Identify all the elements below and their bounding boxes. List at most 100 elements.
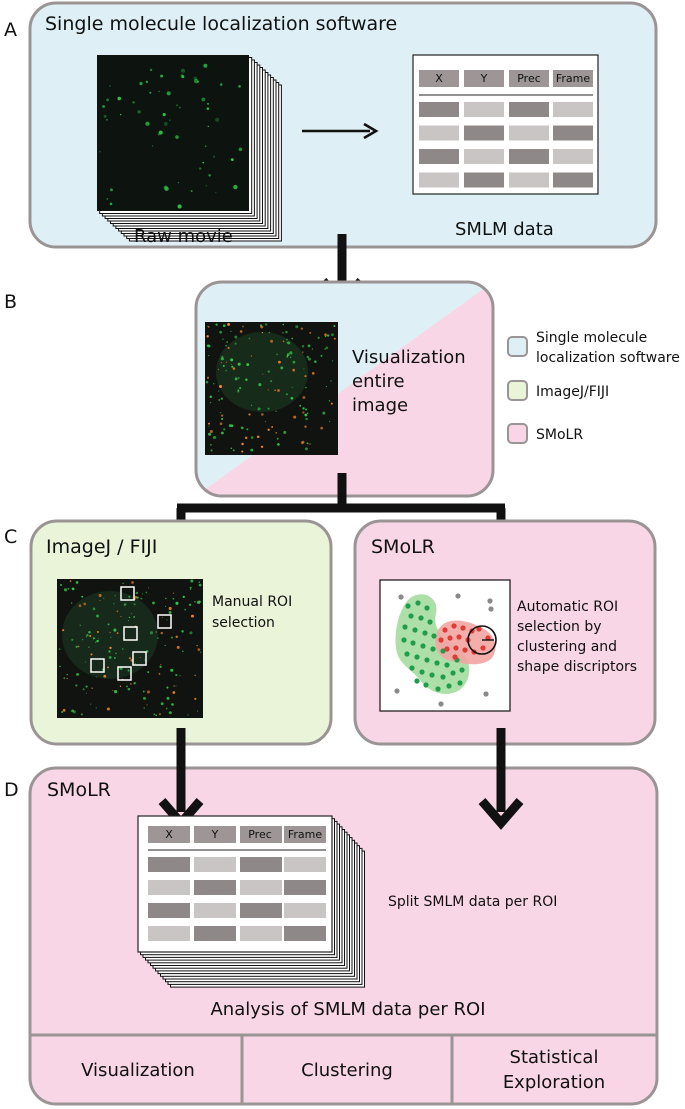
green-point bbox=[409, 665, 415, 671]
green-spot bbox=[71, 709, 75, 713]
green-spot bbox=[330, 380, 332, 382]
green-spot bbox=[175, 674, 178, 677]
legend-item1-line2: localization software bbox=[536, 350, 680, 366]
green-point bbox=[450, 670, 456, 676]
fluorescent-spot bbox=[194, 78, 199, 84]
red-spot bbox=[62, 629, 65, 632]
table-cell bbox=[553, 149, 593, 164]
table-cell bbox=[419, 102, 459, 117]
green-spot bbox=[110, 636, 112, 638]
table-cell bbox=[240, 903, 282, 918]
green-spot bbox=[213, 435, 217, 440]
roi-table-header-x: X bbox=[165, 828, 173, 841]
table-cell bbox=[509, 102, 549, 117]
green-point bbox=[427, 619, 433, 625]
red-spot bbox=[232, 367, 236, 370]
green-spot bbox=[126, 685, 128, 688]
green-spot bbox=[70, 602, 73, 604]
green-spot bbox=[198, 581, 201, 584]
green-spot bbox=[209, 401, 212, 404]
green-spot bbox=[164, 605, 167, 607]
red-spot bbox=[89, 635, 92, 637]
red-spot bbox=[78, 604, 82, 608]
red-spot bbox=[103, 674, 107, 678]
visualization-label-line3: image bbox=[352, 395, 408, 416]
movie-front-frame bbox=[97, 55, 249, 211]
fluorescent-spot bbox=[201, 97, 206, 102]
roi-table-header-prec: Prec bbox=[248, 828, 272, 841]
fluorescent-spot bbox=[102, 105, 106, 109]
green-spot bbox=[58, 648, 61, 650]
table-cell bbox=[464, 172, 504, 188]
red-spot bbox=[119, 685, 122, 688]
red-spot bbox=[274, 389, 276, 392]
red-spot bbox=[324, 333, 327, 337]
fluorescent-spot bbox=[106, 197, 109, 200]
panel-letter-d: D bbox=[4, 779, 19, 801]
green-spot bbox=[179, 675, 181, 677]
green-spot bbox=[75, 645, 78, 648]
red-spot bbox=[107, 666, 109, 669]
fluorescent-spot bbox=[163, 121, 168, 126]
table-header-prec: Prec bbox=[517, 72, 541, 85]
table-header-y: Y bbox=[480, 72, 488, 85]
green-spot bbox=[291, 337, 294, 340]
legend-swatch-sml bbox=[507, 336, 528, 357]
table-cell bbox=[509, 149, 549, 164]
green-spot bbox=[324, 348, 326, 350]
red-spot bbox=[271, 426, 274, 428]
green-spot bbox=[113, 628, 117, 632]
green-spot bbox=[290, 356, 292, 359]
table-header-cell bbox=[240, 826, 282, 843]
noise-point bbox=[455, 593, 461, 599]
fluorescent-spot bbox=[177, 204, 182, 209]
red-spot bbox=[160, 631, 164, 635]
green-spot bbox=[237, 377, 240, 379]
red-spot bbox=[256, 435, 260, 439]
green-point bbox=[414, 654, 420, 660]
table-cell bbox=[284, 903, 326, 918]
green-point bbox=[402, 624, 408, 630]
green-spot bbox=[234, 377, 238, 381]
table-header-cell bbox=[194, 826, 236, 843]
red-spot bbox=[261, 332, 264, 334]
table-cell bbox=[240, 857, 282, 872]
green-spot bbox=[314, 360, 317, 363]
table-cell bbox=[464, 149, 504, 164]
table-header-cell bbox=[284, 826, 326, 843]
green-spot bbox=[285, 330, 288, 334]
red-spot bbox=[267, 428, 270, 431]
fluorescent-spot bbox=[215, 191, 217, 194]
green-point bbox=[414, 678, 420, 684]
red-point bbox=[456, 634, 462, 640]
cell-region bbox=[216, 332, 308, 412]
green-spot bbox=[122, 582, 124, 585]
green-spot bbox=[128, 595, 131, 598]
table-cell bbox=[284, 857, 326, 872]
green-spot bbox=[311, 348, 313, 350]
green-spot bbox=[85, 636, 88, 638]
panel-letter-c: C bbox=[4, 526, 17, 548]
red-spot bbox=[146, 690, 150, 694]
auto-roi-line1: Automatic ROI bbox=[517, 599, 618, 615]
table-cell bbox=[553, 102, 593, 117]
green-point bbox=[431, 633, 437, 639]
fluorescent-spot bbox=[103, 114, 107, 118]
red-spot bbox=[302, 396, 306, 400]
green-spot bbox=[290, 396, 294, 400]
green-spot bbox=[98, 638, 100, 640]
legend-item1-line1: Single molecule bbox=[536, 330, 647, 346]
panel-d-title: SMoLR bbox=[47, 779, 111, 801]
green-spot bbox=[197, 600, 201, 604]
red-spot bbox=[267, 389, 269, 391]
green-spot bbox=[289, 351, 293, 355]
roi-thumbnail bbox=[57, 579, 203, 718]
red-spot bbox=[250, 355, 253, 357]
red-spot bbox=[96, 630, 99, 634]
green-spot bbox=[134, 663, 136, 665]
green-spot bbox=[96, 614, 100, 618]
table-cell bbox=[240, 926, 282, 941]
green-spot bbox=[114, 657, 116, 659]
table-header-cell bbox=[419, 70, 459, 87]
